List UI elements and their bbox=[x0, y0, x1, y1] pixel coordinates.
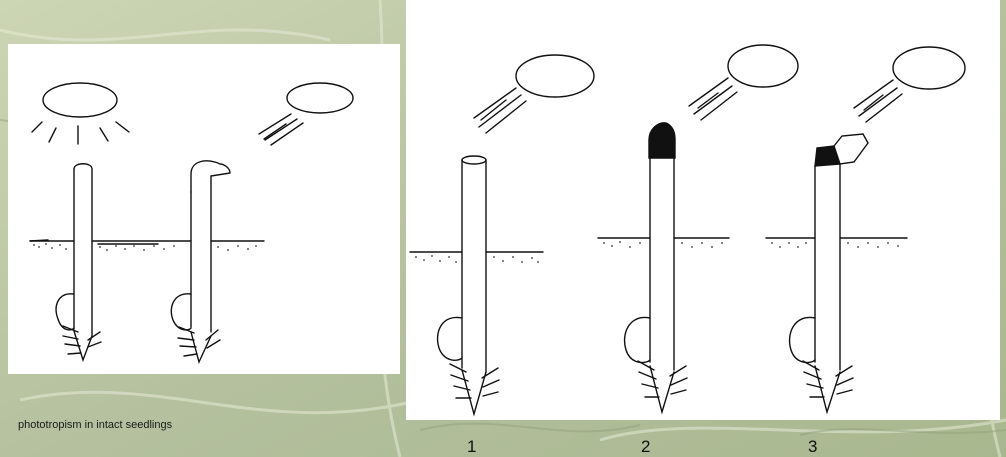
seedling-2 bbox=[625, 158, 687, 412]
black-tip-cap bbox=[649, 123, 675, 158]
seedling-3 bbox=[790, 164, 853, 412]
intact-seedlings-panel bbox=[8, 44, 400, 374]
sun-3 bbox=[893, 47, 965, 89]
soil-lines bbox=[410, 238, 907, 252]
straight-seedling bbox=[56, 164, 101, 360]
overhead-light-rays bbox=[32, 122, 129, 144]
overhead-sun bbox=[43, 83, 117, 117]
label-2: 2 bbox=[641, 437, 650, 457]
oblique-sun bbox=[287, 83, 353, 113]
experiment-panel bbox=[406, 0, 1000, 420]
translucent-cap-piece bbox=[834, 134, 868, 164]
experiment-drawing bbox=[406, 0, 1000, 420]
light-rays-2 bbox=[689, 78, 737, 120]
caption: phototropism in intact seedlings bbox=[18, 418, 188, 432]
oblique-light-rays bbox=[259, 114, 303, 145]
seedling-1 bbox=[438, 156, 499, 414]
sun-1 bbox=[516, 55, 594, 97]
light-rays-1 bbox=[474, 88, 526, 133]
soil-line bbox=[30, 240, 264, 244]
bent-seedling bbox=[171, 161, 230, 362]
intact-seedlings-drawing bbox=[8, 44, 400, 374]
light-rays-3 bbox=[854, 80, 902, 122]
label-1: 1 bbox=[467, 437, 476, 457]
label-3: 3 bbox=[808, 437, 817, 457]
sun-2 bbox=[728, 45, 798, 87]
